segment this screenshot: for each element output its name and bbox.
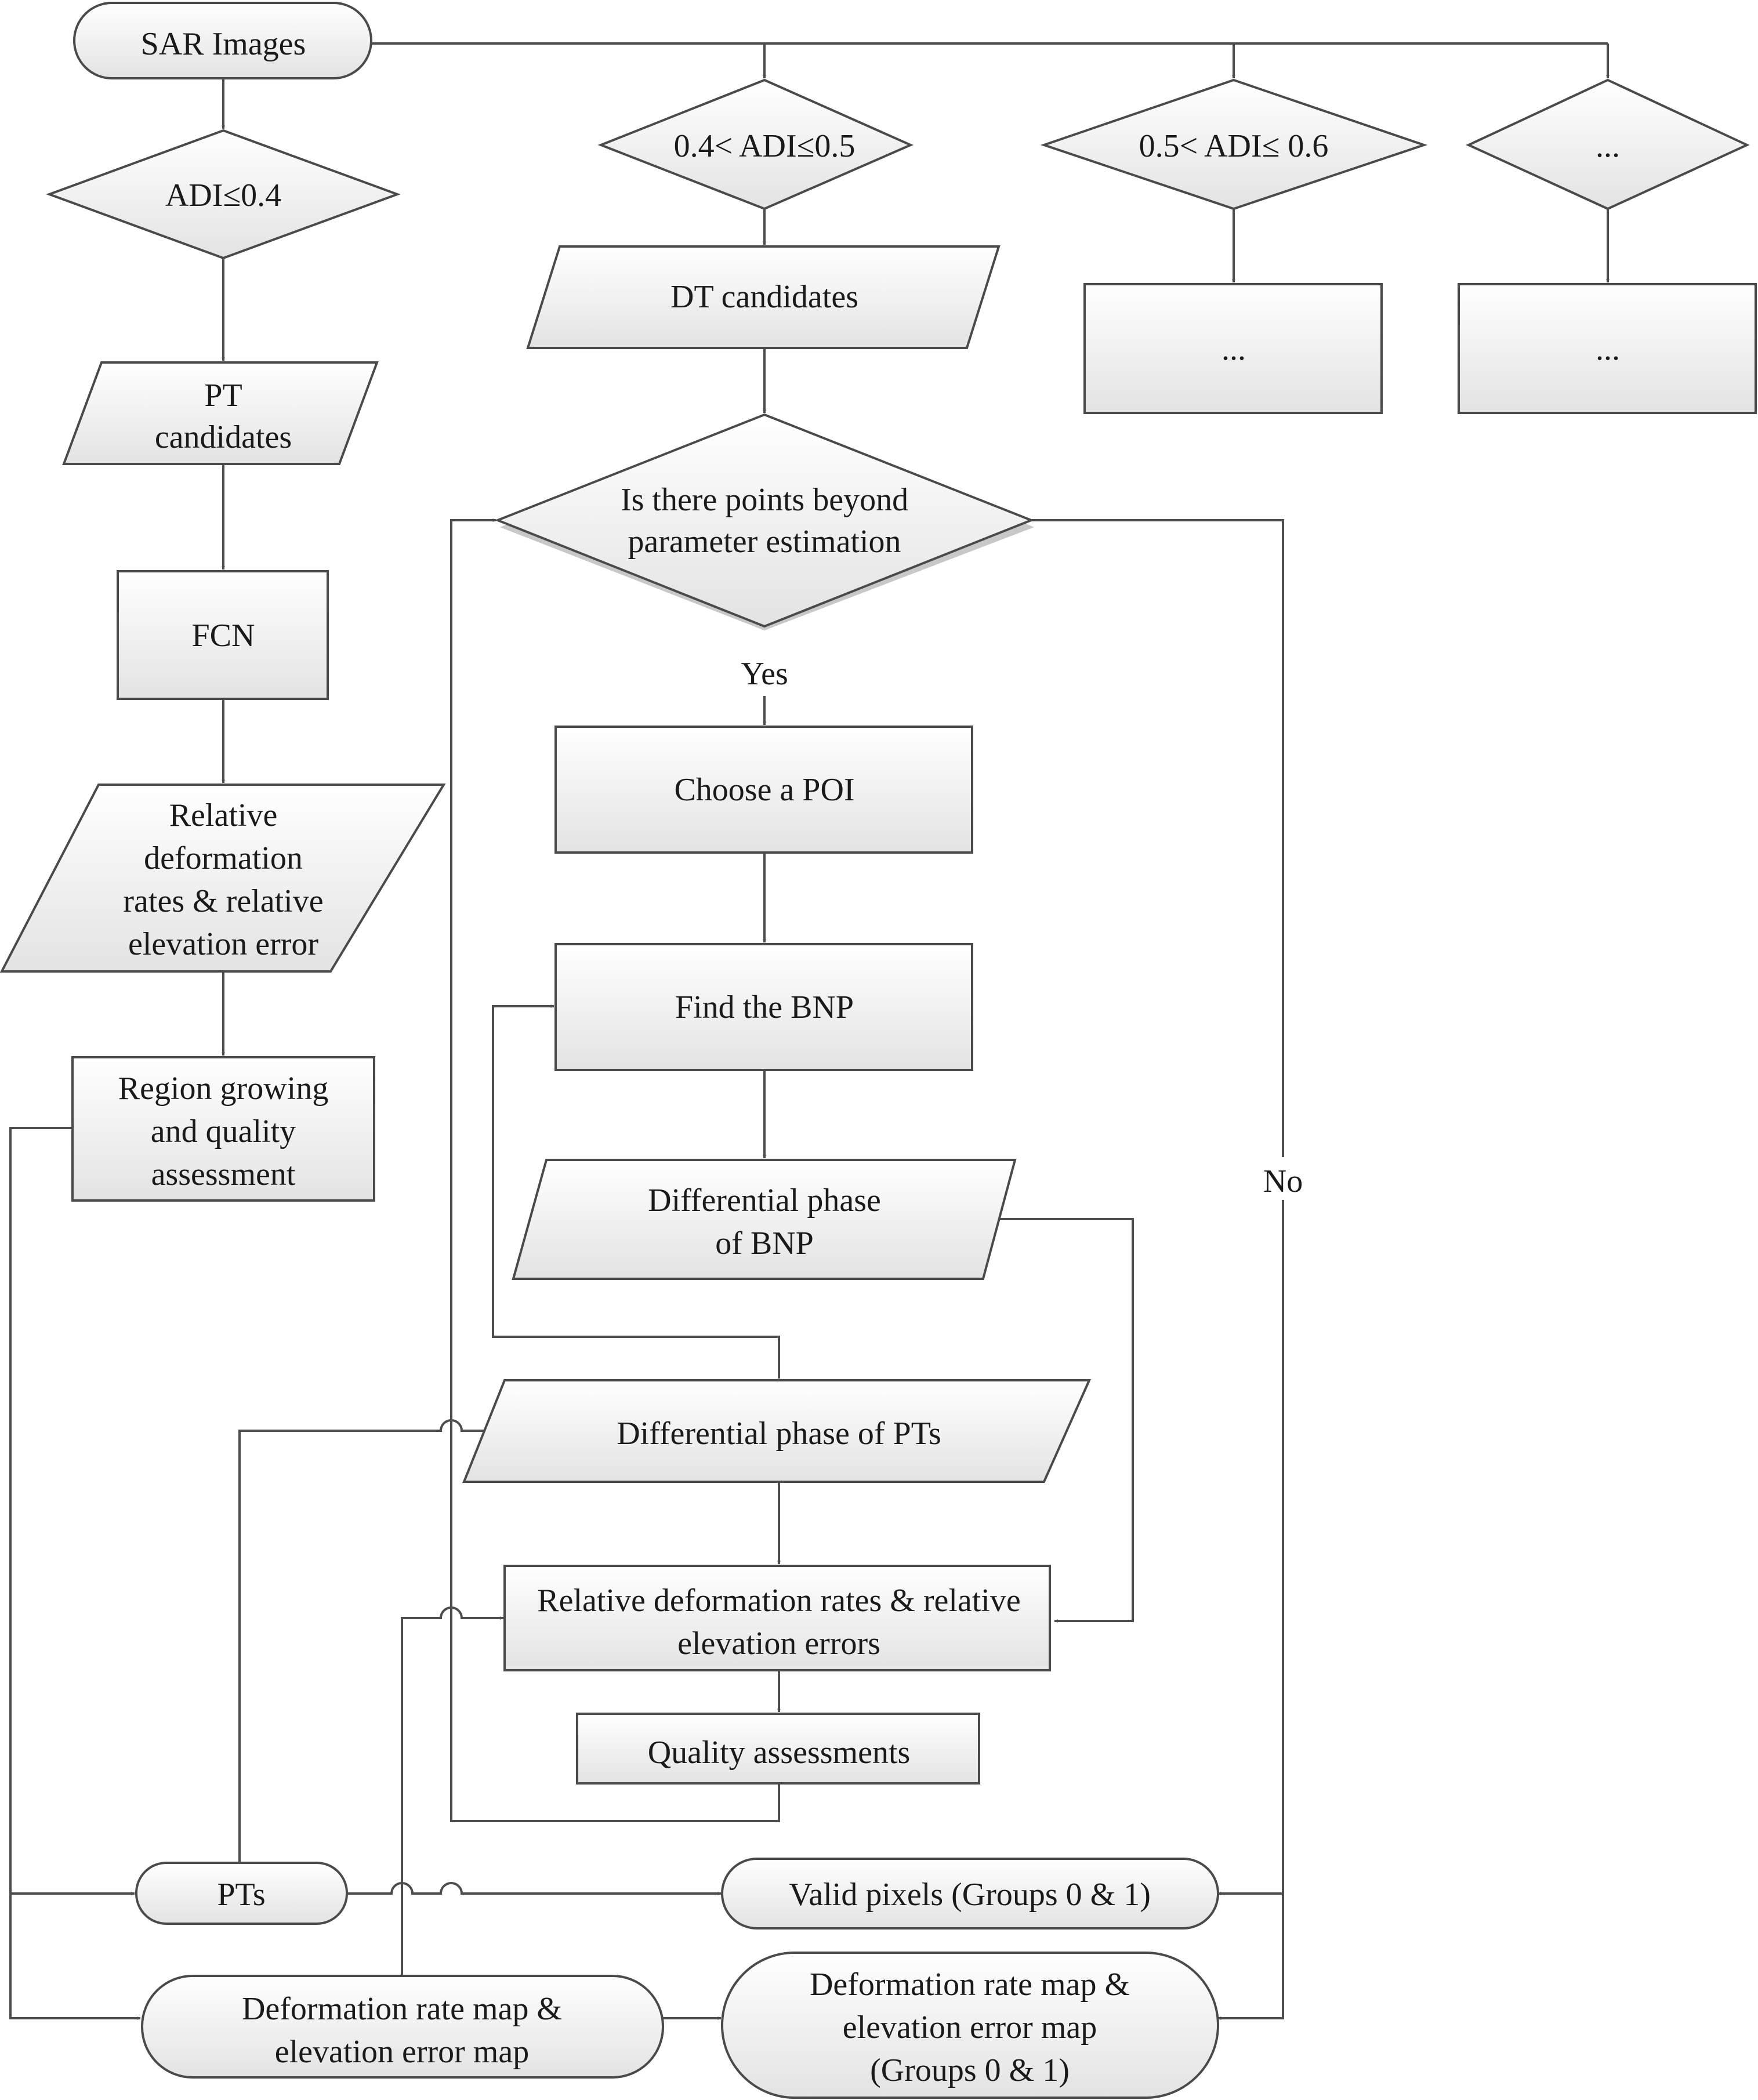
region-growing-node: Region growing and quality assessment <box>71 1056 375 1202</box>
adi-05-06-decision: 0.5< ADI≤ 0.6 <box>1040 78 1428 211</box>
points-beyond-line1: Is there points beyond <box>621 482 908 518</box>
region-growing-line3: assessment <box>151 1156 296 1192</box>
ellipsis-box-1-label: ... <box>1221 331 1246 367</box>
adi-05-06-label: 0.5< ADI≤ 0.6 <box>1139 128 1329 164</box>
relative-deformation-left-line3: rates & relative <box>123 883 323 919</box>
pt-candidates-label-line1: PT <box>204 378 242 414</box>
points-beyond-line2: parameter estimation <box>628 524 901 560</box>
deformation-map-left-line2: elevation error map <box>275 2034 529 2070</box>
edge-quality-loop-to-decision <box>450 518 780 1822</box>
edges <box>9 42 1610 2020</box>
quality-assessments-node: Quality assessments <box>576 1713 980 1785</box>
deformation-map-right-line1: Deformation rate map & <box>810 1967 1130 2003</box>
adi-more-decision: ... <box>1466 78 1750 211</box>
edge-labels: Yes No <box>732 648 1313 1200</box>
adi-04-05-label: 0.4< ADI≤0.5 <box>674 128 856 164</box>
dt-candidates-label: DT candidates <box>670 279 858 315</box>
pt-candidates-label-line2: candidates <box>155 419 292 455</box>
adi-le-04-label: ADI≤0.4 <box>165 177 281 213</box>
relative-deformation-mid-line2: elevation errors <box>677 1626 880 1662</box>
deformation-map-right-line3: (Groups 0 & 1) <box>870 2052 1070 2088</box>
edge-diffpts-to-find <box>492 1004 780 1379</box>
region-growing-line2: and quality <box>151 1114 296 1149</box>
adi-le-04-decision: ADI≤0.4 <box>46 129 401 260</box>
find-bnp-label: Find the BNP <box>675 989 854 1025</box>
edge-region-left-rail <box>9 1127 141 2020</box>
edge-defmap-to-reldef <box>401 1606 504 1975</box>
relative-deformation-left-line1: Relative <box>169 797 278 833</box>
edge-pts-to-valid <box>347 1882 722 1895</box>
dt-candidates-node: DT candidates <box>526 245 1001 349</box>
relative-deformation-left-line2: deformation <box>144 840 303 876</box>
choose-poi-label: Choose a POI <box>674 772 854 808</box>
deformation-map-left-line1: Deformation rate map & <box>242 1991 562 2027</box>
deformation-map-left-node: Deformation rate map & elevation error m… <box>141 1975 664 2079</box>
ellipsis-box-1: ... <box>1083 283 1383 414</box>
pts-label: PTs <box>217 1877 265 1913</box>
edge-decision-no <box>1031 519 1284 2020</box>
diff-phase-bnp-node: Differential phase of BNP <box>512 1159 1017 1280</box>
relative-deformation-left-line4: elevation error <box>128 926 318 962</box>
quality-assessments-label: Quality assessments <box>648 1735 911 1771</box>
points-beyond-decision: Is there points beyond parameter estimat… <box>494 413 1035 630</box>
choose-poi-node: Choose a POI <box>554 726 973 854</box>
adi-04-05-decision: 0.4< ADI≤0.5 <box>597 78 914 211</box>
adi-more-label: ... <box>1596 128 1620 164</box>
edge-diffbnp-to-reldef <box>983 1218 1134 1623</box>
valid-pixels-label: Valid pixels (Groups 0 & 1) <box>789 1877 1151 1913</box>
fcn-label: FCN <box>192 618 255 654</box>
ellipsis-box-2: ... <box>1458 283 1757 414</box>
pt-candidates-node: PT candidates <box>62 361 379 465</box>
edge-pts-to-diffpts <box>238 1419 489 1862</box>
valid-pixels-node: Valid pixels (Groups 0 & 1) <box>721 1858 1219 1929</box>
sar-images-label: SAR Images <box>141 26 306 62</box>
deformation-map-right-node: Deformation rate map & elevation error m… <box>721 1952 1219 2099</box>
no-label: No <box>1263 1163 1303 1199</box>
pts-node: PTs <box>135 1862 348 1925</box>
relative-deformation-mid-node: Relative deformation rates & relative el… <box>503 1565 1051 1671</box>
yes-label: Yes <box>741 656 788 692</box>
relative-deformation-left-node: Relative deformation rates & relative el… <box>0 784 446 973</box>
sar-images-node: SAR Images <box>73 2 372 79</box>
diff-phase-pts-label: Differential phase of PTs <box>617 1416 941 1452</box>
relative-deformation-mid-line1: Relative deformation rates & relative <box>537 1583 1020 1619</box>
deformation-map-right-line2: elevation error map <box>843 2010 1097 2045</box>
diff-phase-bnp-line2: of BNP <box>715 1225 814 1261</box>
find-bnp-node: Find the BNP <box>554 943 973 1071</box>
diff-phase-bnp-line1: Differential phase <box>648 1183 881 1218</box>
ellipsis-box-2-label: ... <box>1596 331 1620 367</box>
fcn-node: FCN <box>117 570 329 700</box>
diff-phase-pts-node: Differential phase of PTs <box>462 1379 1092 1483</box>
region-growing-line1: Region growing <box>118 1071 328 1107</box>
